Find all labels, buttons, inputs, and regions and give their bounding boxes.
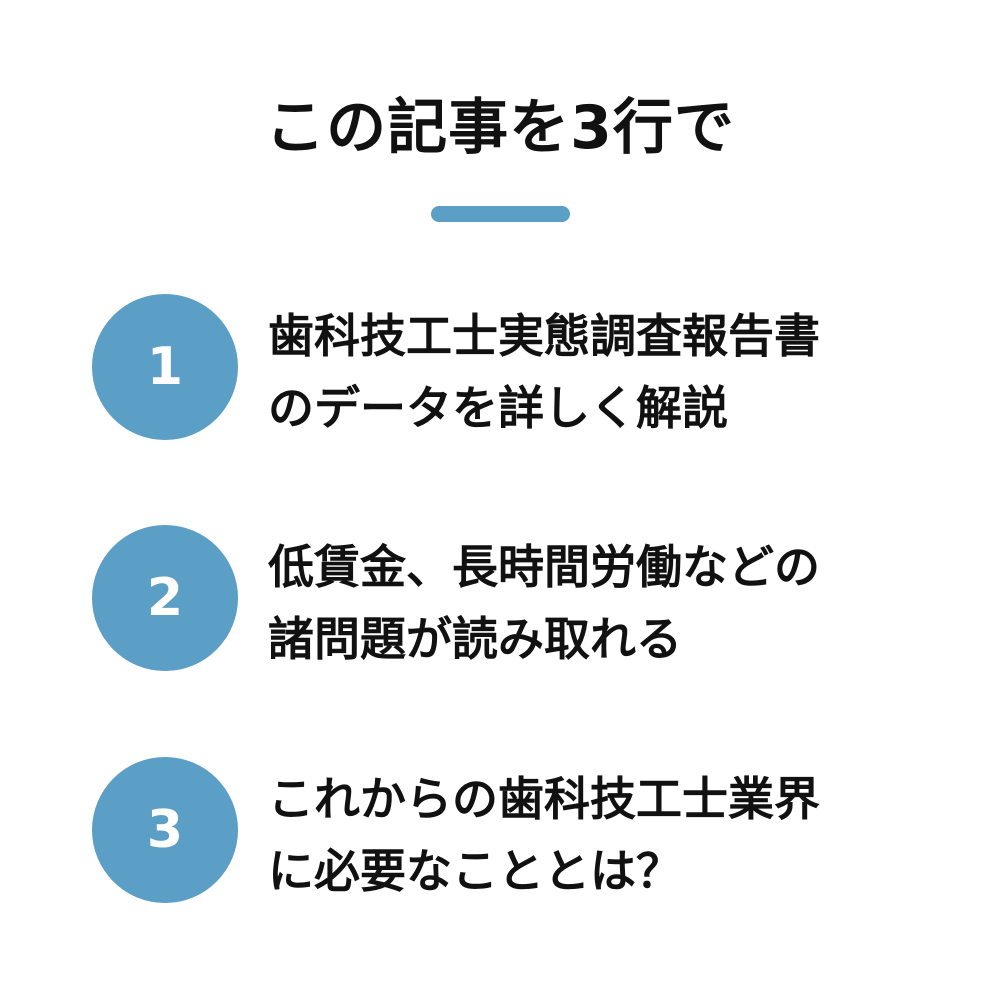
summary-point-1: 1 歯科技工士実態調査報告書 のデータを詳しく解説 (0, 294, 1000, 444)
title-underline (431, 206, 570, 222)
point-line: 低賃金、長時間労働などの (268, 540, 820, 594)
summary-point-2: 2 低賃金、長時間労働などの 諸問題が読み取れる (0, 525, 1000, 675)
point-text: これからの歯科技工士業界 に必要なこととは？ (268, 763, 968, 907)
point-line: 諸問題が読み取れる (268, 612, 682, 666)
point-line: のデータを詳しく解説 (268, 381, 728, 435)
point-number: 1 (146, 337, 184, 397)
point-line: に必要なこととは？ (268, 844, 682, 898)
point-number-badge: 1 (92, 294, 238, 440)
point-text: 低賃金、長時間労働などの 諸問題が読み取れる (268, 531, 968, 675)
point-number-badge: 2 (92, 525, 238, 671)
point-line: 歯科技工士実態調査報告書 (268, 309, 820, 363)
page-title: この記事を3行で (265, 93, 735, 163)
point-line: これからの歯科技工士業界 (268, 772, 820, 826)
point-number: 3 (146, 800, 184, 860)
point-text: 歯科技工士実態調査報告書 のデータを詳しく解説 (268, 300, 968, 444)
point-number-badge: 3 (92, 757, 238, 903)
summary-point-3: 3 これからの歯科技工士業界 に必要なこととは？ (0, 757, 1000, 907)
point-number: 2 (146, 568, 184, 628)
